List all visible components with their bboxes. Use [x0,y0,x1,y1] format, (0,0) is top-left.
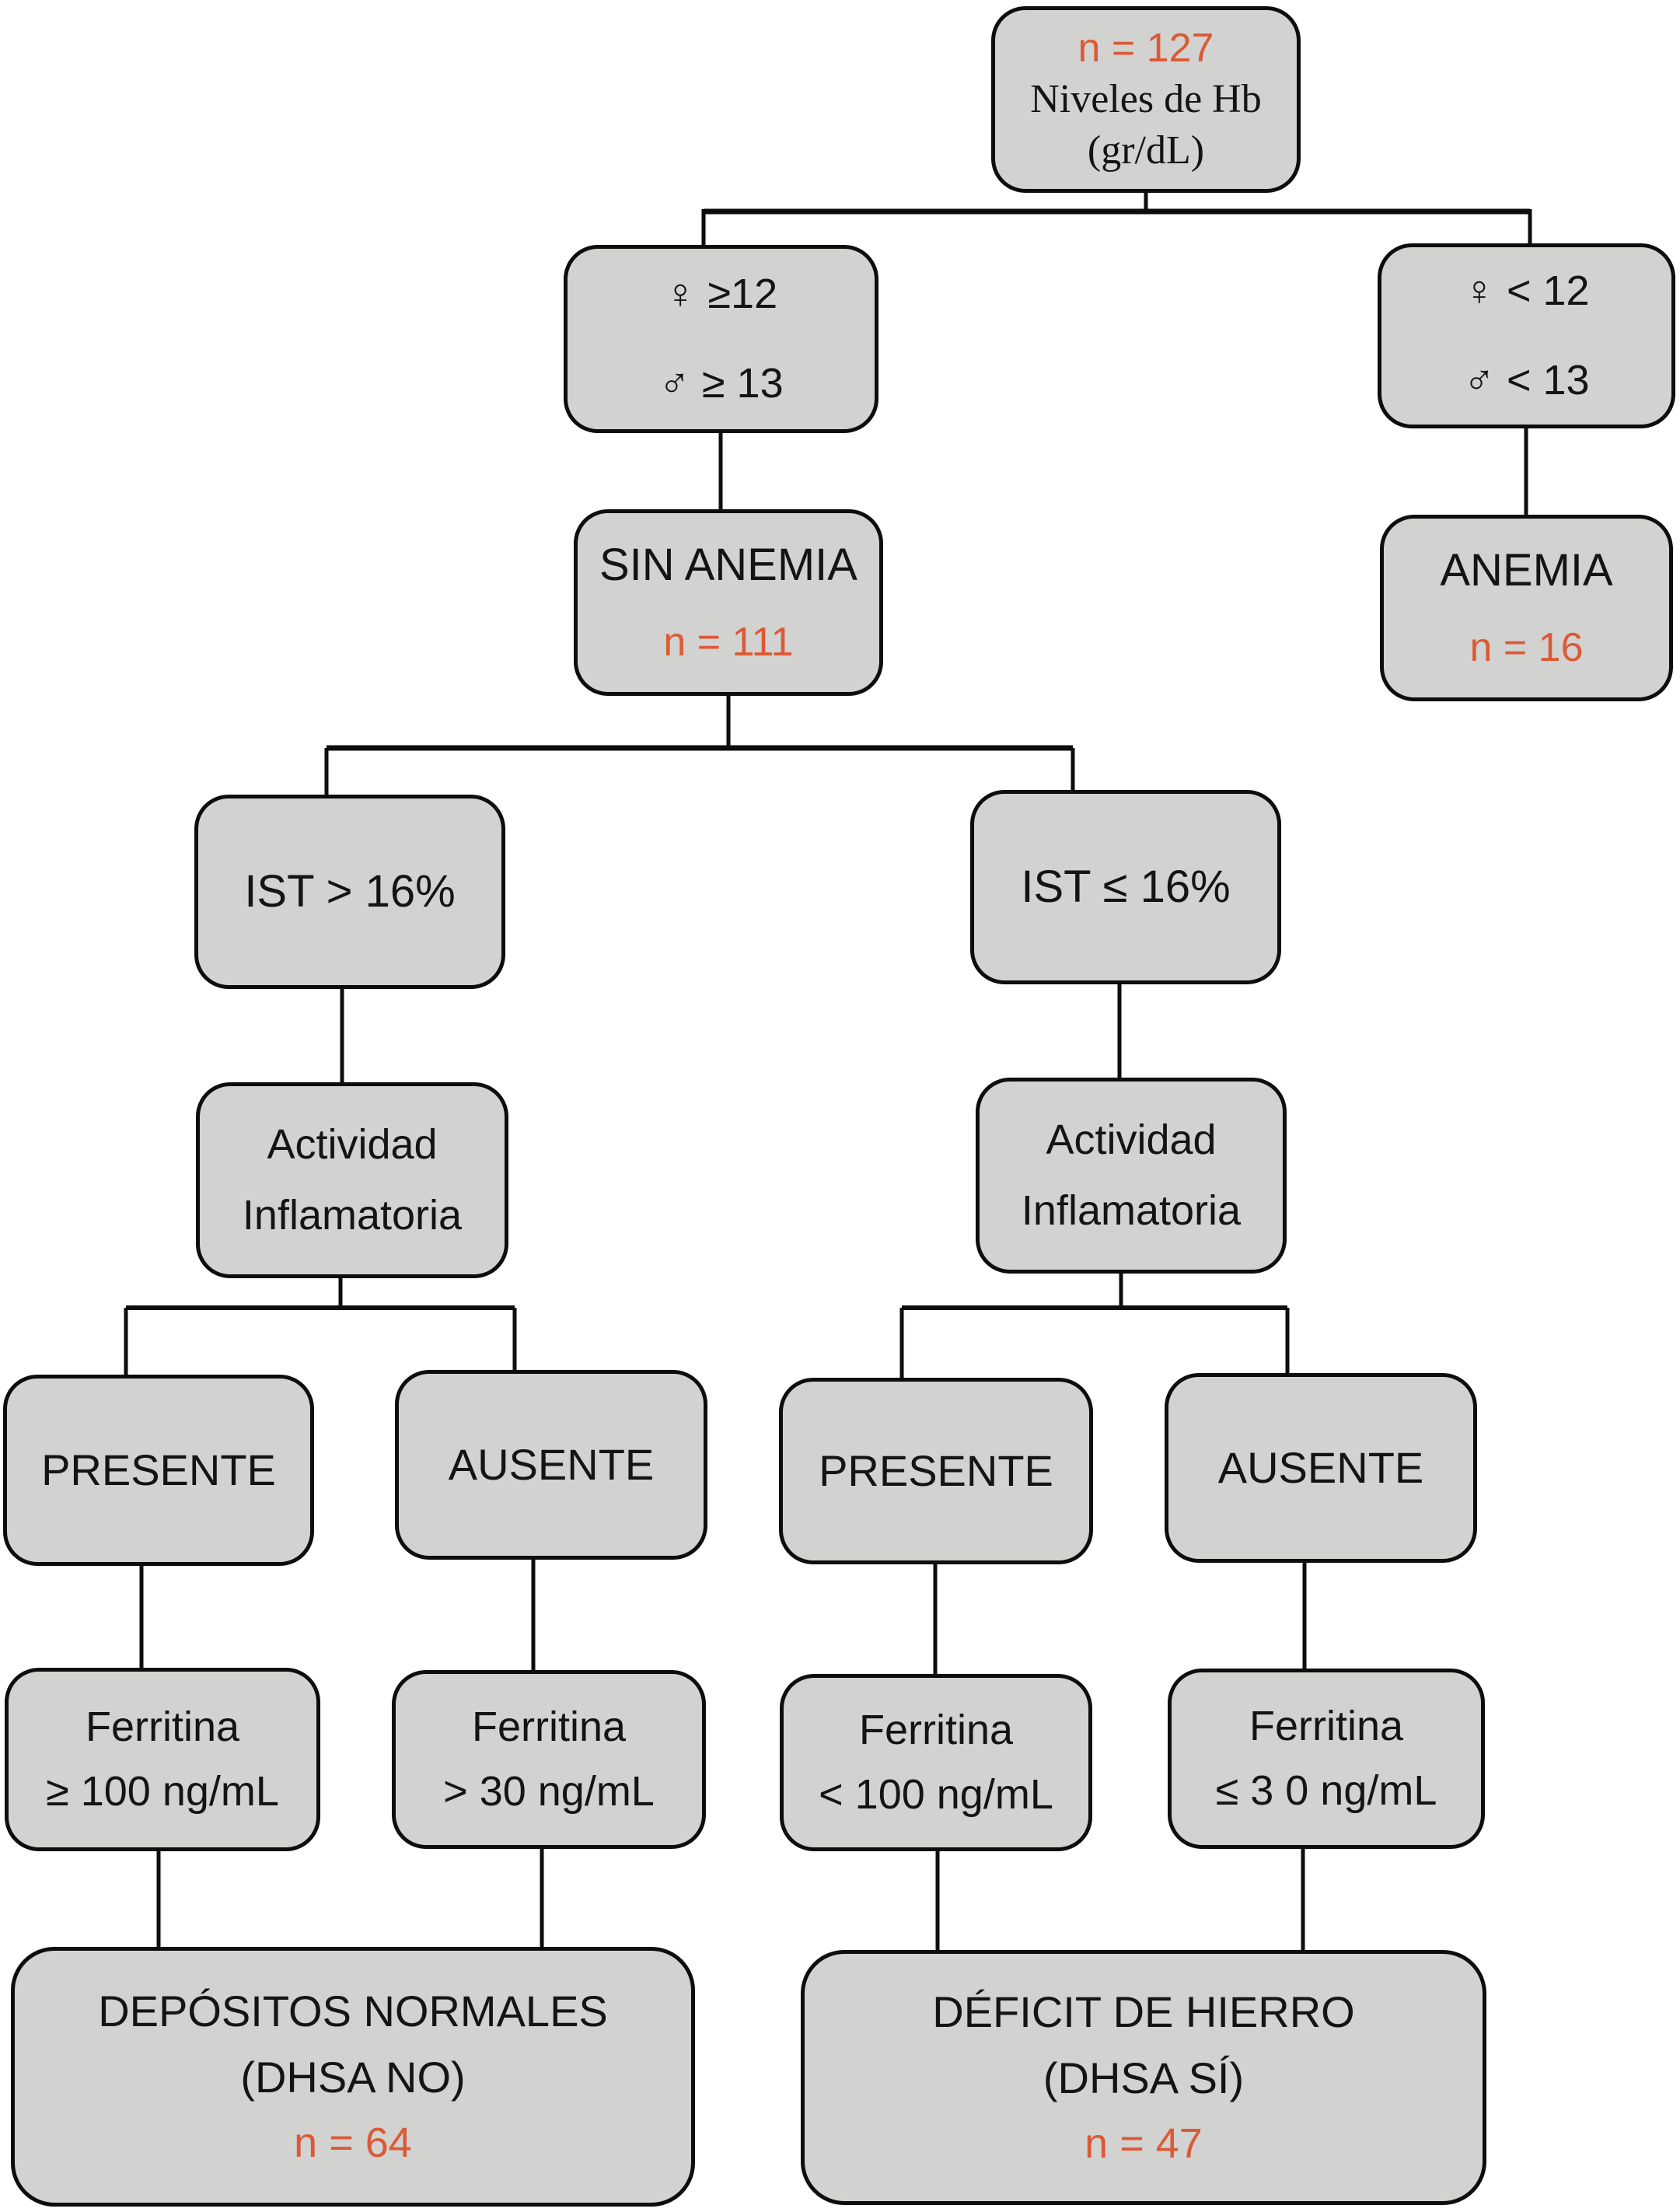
node-ausente-left: AUSENTE [395,1370,707,1560]
node-label: ANEMIA [1440,544,1613,596]
node-label-line1: Ferritina [858,1706,1014,1753]
node-label-line1: Niveles de Hb [1030,77,1262,122]
node-label: IST ≤ 16% [1021,861,1231,913]
node-label-line1: Ferritina [85,1703,240,1750]
node-sin-anemia: SIN ANEMIA n = 111 [574,509,883,696]
node-ferritina-ausente-left: Ferritina > 30 ng/mL [392,1670,706,1849]
node-anemia: ANEMIA n = 16 [1380,515,1673,701]
node-count: n = 64 [294,2119,412,2166]
node-label: PRESENTE [819,1446,1053,1496]
node-presente-left: PRESENTE [3,1375,314,1566]
node-label: SIN ANEMIA [599,539,857,590]
node-label-line2: Inflamatoria [242,1192,463,1239]
node-label-line2: (DHSA SÍ) [1043,2053,1245,2103]
node-hb-normal-criteria: ♀ ≥12 ♂ ≥ 13 [564,245,878,433]
node-label-line1: Actividad [1046,1116,1217,1163]
node-label: AUSENTE [1217,1443,1424,1493]
node-label: AUSENTE [448,1440,655,1490]
node-ist-low: IST ≤ 16% [970,790,1281,984]
node-label-line2: Inflamatoria [1021,1187,1242,1234]
female-threshold: ♀ ≥12 [664,270,778,317]
node-label: PRESENTE [41,1445,276,1495]
node-count: n = 16 [1469,625,1584,671]
node-ist-high: IST > 16% [194,795,505,989]
node-count: n = 127 [1078,26,1214,72]
node-label-line1: Actividad [267,1120,438,1168]
node-label-line2: (gr/dL) [1087,128,1205,173]
node-count: n = 111 [663,620,794,666]
female-threshold: ♀ < 12 [1463,267,1590,314]
node-label-line2: ≤ 3 0 ng/mL [1215,1767,1437,1814]
node-hb-levels: n = 127 Niveles de Hb (gr/dL) [991,6,1301,193]
node-depositos-normales: DEPÓSITOS NORMALES (DHSA NO) n = 64 [11,1947,695,2207]
node-label-line2: (DHSA NO) [240,2053,466,2102]
node-ferritina-presente-left: Ferritina ≥ 100 ng/mL [5,1668,320,1851]
node-label-line2: ≥ 100 ng/mL [46,1768,279,1815]
node-label: IST > 16% [244,866,456,917]
node-actividad-inflamatoria-right: Actividad Inflamatoria [976,1078,1287,1274]
male-threshold: ♂ ≥ 13 [658,360,784,407]
node-hb-low-criteria: ♀ < 12 ♂ < 13 [1378,243,1675,428]
node-label-line1: DEPÓSITOS NORMALES [98,1987,608,2036]
node-ausente-right: AUSENTE [1165,1373,1477,1563]
node-label-line1: Ferritina [471,1703,627,1750]
node-label-line1: DÉFICIT DE HIERRO [932,1987,1355,2037]
node-label-line2: > 30 ng/mL [443,1768,655,1815]
male-threshold: ♂ < 13 [1463,357,1590,404]
node-ferritina-ausente-right: Ferritina ≤ 3 0 ng/mL [1168,1669,1485,1849]
node-label-line2: < 100 ng/mL [819,1771,1053,1818]
node-ferritina-presente-right: Ferritina < 100 ng/mL [780,1674,1092,1851]
node-count: n = 47 [1084,2119,1203,2167]
node-deficit-hierro: DÉFICIT DE HIERRO (DHSA SÍ) n = 47 [801,1950,1486,2205]
node-presente-right: PRESENTE [779,1378,1093,1564]
node-actividad-inflamatoria-left: Actividad Inflamatoria [196,1082,508,1278]
node-label-line1: Ferritina [1249,1702,1404,1749]
